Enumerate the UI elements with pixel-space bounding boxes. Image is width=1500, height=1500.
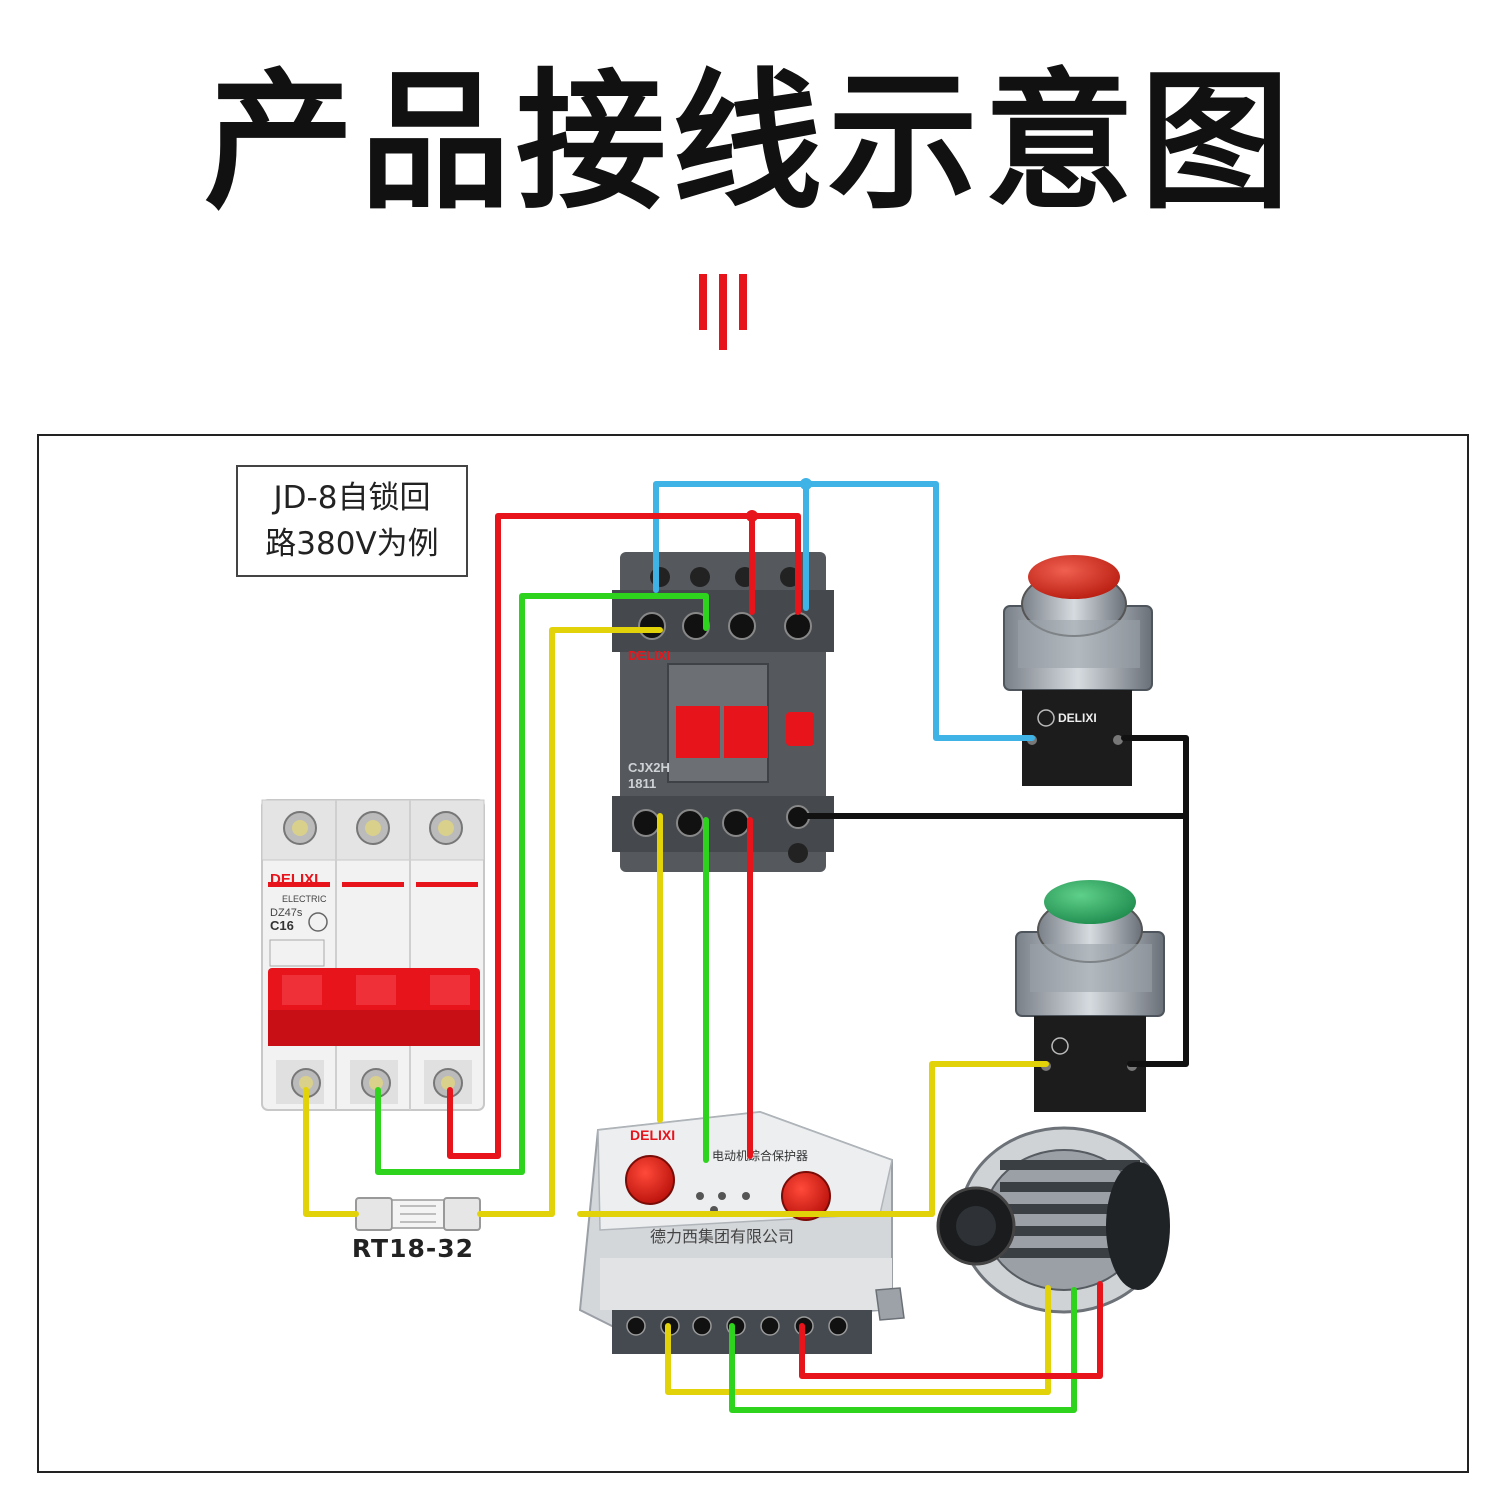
contactor-model: CJX2H bbox=[628, 760, 670, 775]
contactor-number: 1811 bbox=[628, 776, 656, 791]
circuit-breaker: DELIXI ELECTRIC DZ47s C16 bbox=[261, 799, 485, 1111]
stop-button-brand: DELIXI bbox=[1058, 711, 1097, 725]
down-chevron-icon bbox=[699, 274, 747, 350]
motor-protector: DELIXI 电动机综合保护器 德力西集团有限公司 bbox=[578, 1110, 905, 1354]
wire-black bbox=[803, 813, 1189, 1067]
fuse bbox=[355, 1197, 481, 1231]
note-line-2: 路380V为例 bbox=[265, 526, 439, 562]
wire-yellow-fuse bbox=[477, 627, 663, 1217]
wire-red-motor bbox=[799, 1281, 1103, 1379]
start-push-button bbox=[1015, 880, 1165, 1112]
wire-yellow-motor bbox=[665, 1285, 1051, 1395]
motor bbox=[936, 1126, 1170, 1314]
breaker-rating: C16 bbox=[270, 918, 294, 933]
breaker-brand: DELIXI bbox=[270, 871, 318, 888]
wire-green-motor bbox=[729, 1287, 1077, 1413]
contactor: DELIXI CJX2H 1811 bbox=[612, 552, 834, 872]
wire-green-supply bbox=[375, 593, 709, 1175]
wire-yellow-supply bbox=[303, 1087, 359, 1217]
example-note: JD-8自锁回 路380V为例 bbox=[236, 465, 468, 577]
stop-push-button: DELIXI bbox=[1003, 555, 1153, 786]
wire-blue bbox=[653, 481, 1035, 741]
wire-yellow-start bbox=[577, 1061, 1049, 1217]
note-line-1: JD-8自锁回 bbox=[273, 480, 431, 516]
diagram-frame bbox=[37, 434, 1469, 1473]
breaker-model: DZ47s bbox=[270, 907, 303, 919]
protector-name: 电动机综合保护器 bbox=[712, 1148, 808, 1163]
wire-red-supply bbox=[447, 513, 801, 1159]
wire-black-2 bbox=[1121, 735, 1189, 819]
breaker-brand-sub: ELECTRIC bbox=[282, 894, 327, 904]
protector-brand: DELIXI bbox=[630, 1127, 675, 1143]
fuse-label: RT18-32 bbox=[351, 1234, 475, 1263]
page-title: 产品接线示意图 bbox=[203, 56, 1296, 230]
protector-company: 德力西集团有限公司 bbox=[650, 1227, 794, 1246]
contactor-brand: DELIXI bbox=[628, 648, 670, 663]
